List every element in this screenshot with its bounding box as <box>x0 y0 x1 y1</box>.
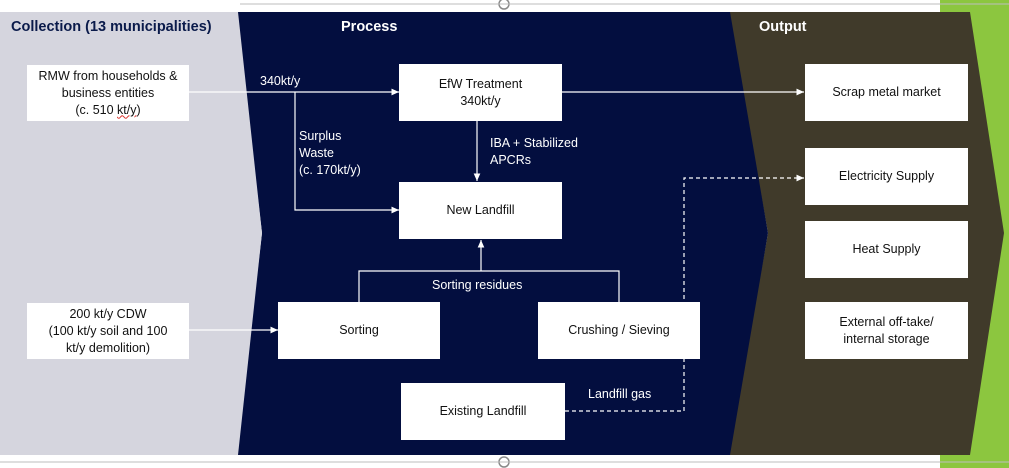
sorting-box: Sorting <box>278 302 440 359</box>
external-offtake-box: External off-take/ internal storage <box>805 302 968 359</box>
surplus-to-landfill-arrow <box>294 92 399 214</box>
new-landfill-box: New Landfill <box>399 182 562 239</box>
iba-apcr-label: IBA + Stabilized APCRs <box>490 136 578 167</box>
scrap-metal-market-box: Scrap metal market <box>805 64 968 121</box>
rmw-source-text: RMW from households & business entities … <box>38 68 178 117</box>
electricity-supply-box: Electricity Supply <box>805 148 968 205</box>
flow-340-label: 340kt/y <box>260 74 301 88</box>
heat-supply-box: Heat Supply <box>805 221 968 278</box>
cdw-source-box: 200 kt/y CDW (100 kt/y soil and 100 kt/y… <box>27 303 189 359</box>
landfill-gas-label: Landfill gas <box>588 387 652 401</box>
rmw-unit-text: kt/y <box>117 102 137 117</box>
sorting-residues-label: Sorting residues <box>432 278 523 292</box>
existing-landfill-box: Existing Landfill <box>401 383 565 440</box>
process-header: Process <box>341 19 398 35</box>
crushing-sieving-box: Crushing / Sieving <box>538 302 700 359</box>
rmw-source-box: RMW from households & business entities … <box>27 65 189 121</box>
efw-treatment-box: EfW Treatment 340kt/y <box>399 64 562 121</box>
collection-header: Collection (13 municipalities) <box>11 19 212 35</box>
surplus-waste-label: Surplus Waste (c. 170kt/y) <box>299 129 361 177</box>
sorting-residues-bracket <box>358 270 620 302</box>
output-header: Output <box>759 19 807 35</box>
landfill-gas-to-electricity-arrow <box>565 174 804 412</box>
rmw-tail-text: ) <box>136 102 141 117</box>
